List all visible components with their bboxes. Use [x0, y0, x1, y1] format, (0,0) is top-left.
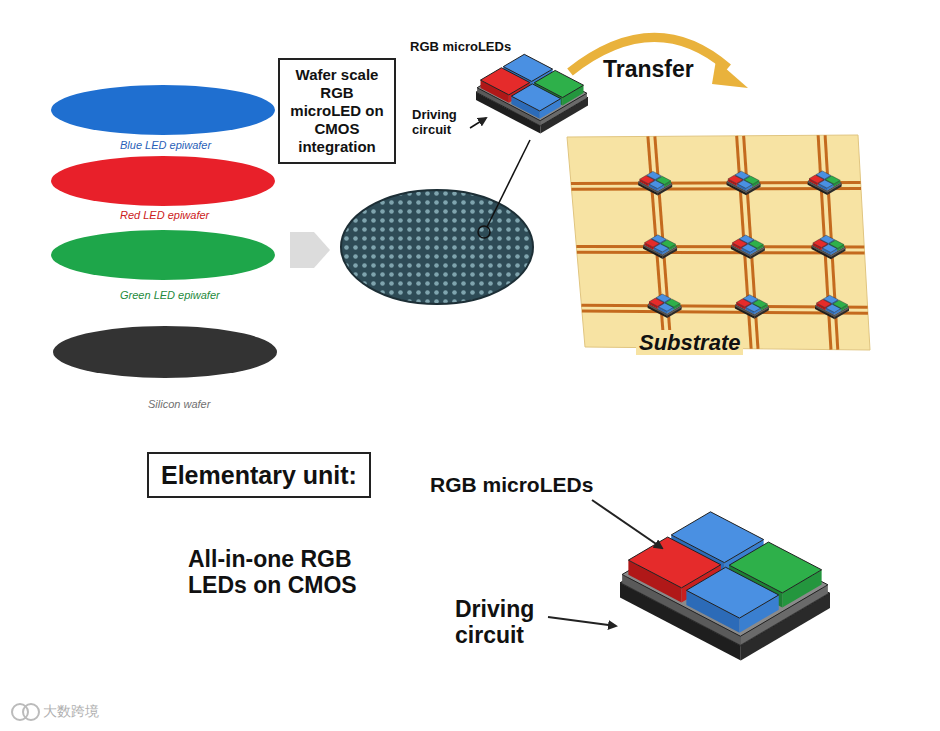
chip-top	[818, 180, 833, 188]
watermark: 大数跨境	[43, 703, 99, 719]
chip-top	[737, 180, 752, 188]
process-arrow	[290, 232, 330, 268]
chip-top	[686, 567, 778, 618]
chip-top	[654, 244, 669, 252]
part-label: RGB microLEDs	[410, 40, 511, 55]
caption-label: All-in-one RGB LEDs on CMOS	[188, 546, 408, 599]
watermark-logo	[12, 704, 39, 720]
leader-line	[548, 617, 616, 626]
leader-line	[487, 140, 530, 227]
node-text: Wafer scale RGB microLED on CMOS integra…	[286, 66, 388, 156]
transfer-arrowhead	[712, 60, 748, 88]
chip-top	[742, 244, 757, 252]
chip-top	[658, 303, 673, 311]
die-marker	[478, 226, 490, 238]
blue-epiwafer	[51, 85, 275, 135]
process-box: Wafer scale RGB microLED on CMOS integra…	[278, 58, 396, 164]
part-label: RGB microLEDs	[430, 473, 593, 497]
wafer-label: Silicon wafer	[148, 398, 318, 411]
node-text: Elementary unit:	[161, 460, 357, 490]
chip-top	[822, 244, 837, 252]
process-label: Transfer	[603, 56, 694, 82]
leader-line	[592, 500, 662, 548]
silicon-wafer	[53, 326, 277, 378]
chip-top	[649, 180, 664, 188]
heading-box: Elementary unit:	[147, 452, 371, 498]
substrate-panel	[567, 135, 870, 350]
chip-top	[511, 84, 560, 111]
leader-line	[470, 118, 486, 128]
part-label: Driving circuit	[455, 596, 545, 649]
red-epiwafer	[51, 156, 275, 206]
part-label: Driving circuit	[412, 108, 470, 138]
chip-top	[826, 304, 841, 312]
part-label: Substrate	[636, 330, 743, 355]
green-epiwafer	[51, 230, 275, 280]
chip-top	[746, 304, 761, 312]
wafer-label: Blue LED epiwafer	[120, 139, 290, 152]
wafer-label: Red LED epiwafer	[120, 209, 290, 222]
integrated-wafer	[341, 190, 533, 304]
wafer-label: Green LED epiwafer	[120, 289, 290, 302]
